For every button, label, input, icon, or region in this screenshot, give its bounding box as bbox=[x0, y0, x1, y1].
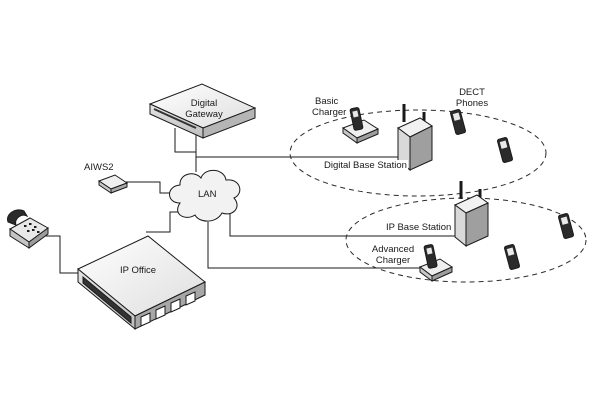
dect-handset-icon bbox=[504, 244, 520, 270]
digital-gateway-icon bbox=[148, 83, 257, 139]
ip-office-label: IP Office bbox=[120, 265, 157, 276]
digital-base-station-label: Digital Base Station bbox=[323, 160, 408, 171]
aiws2-icon bbox=[97, 174, 129, 194]
advanced-charger-label: Advanced Charger bbox=[370, 244, 416, 266]
digital-gateway-label-line1: Digital bbox=[190, 98, 218, 109]
aiws2-label: AIWS2 bbox=[84, 162, 114, 173]
lan-cloud-icon bbox=[169, 169, 241, 222]
ip-coverage-area bbox=[345, 197, 587, 283]
dect-handset-icon bbox=[349, 107, 364, 131]
aiws2-to-lan-line bbox=[125, 181, 172, 194]
lan-to-ip-base-line bbox=[229, 214, 455, 237]
dect-handset-icon bbox=[423, 244, 438, 269]
phone-to-ipoffice-line bbox=[40, 235, 78, 274]
dect-handset-icon bbox=[450, 109, 466, 135]
dect-handset-icon bbox=[497, 137, 513, 163]
digital-gateway-label: Digital Gateway bbox=[184, 98, 224, 120]
ip-office-icon bbox=[77, 235, 206, 331]
ip-base-station-icon bbox=[454, 181, 489, 248]
lan-to-advanced-charger-line bbox=[207, 222, 420, 269]
ip-base-station-label: IP Base Station bbox=[386, 222, 452, 233]
dect-phones-label-line2: Phones bbox=[455, 98, 489, 109]
dect-phones-label: DECT Phones bbox=[450, 87, 494, 109]
desk-phone-icon bbox=[7, 209, 49, 249]
basic-charger-label-line2: Charger bbox=[312, 107, 347, 118]
basic-charger-label: Basic Charger bbox=[312, 96, 346, 118]
basic-charger-icon bbox=[341, 107, 380, 144]
ipoffice-to-lan-line bbox=[146, 211, 184, 233]
advanced-charger-label-line1: Advanced bbox=[371, 244, 415, 255]
dect-phones-label-line1: DECT bbox=[459, 87, 485, 98]
connection-lines bbox=[40, 128, 455, 274]
dect-handset-group bbox=[450, 109, 574, 270]
digital-coverage-area bbox=[289, 109, 547, 197]
advanced-charger-icon bbox=[418, 244, 454, 282]
digital-base-station-icon bbox=[397, 104, 433, 172]
basic-charger-label-line1: Basic bbox=[315, 96, 339, 107]
digital-gateway-label-line2: Gateway bbox=[185, 109, 223, 120]
dect-handset-icon bbox=[558, 213, 574, 239]
gateway-to-lan-line bbox=[174, 128, 197, 172]
advanced-charger-label-line2: Charger bbox=[375, 255, 411, 266]
lan-label: LAN bbox=[198, 189, 217, 200]
gateway-to-digital-base-line bbox=[195, 135, 405, 158]
